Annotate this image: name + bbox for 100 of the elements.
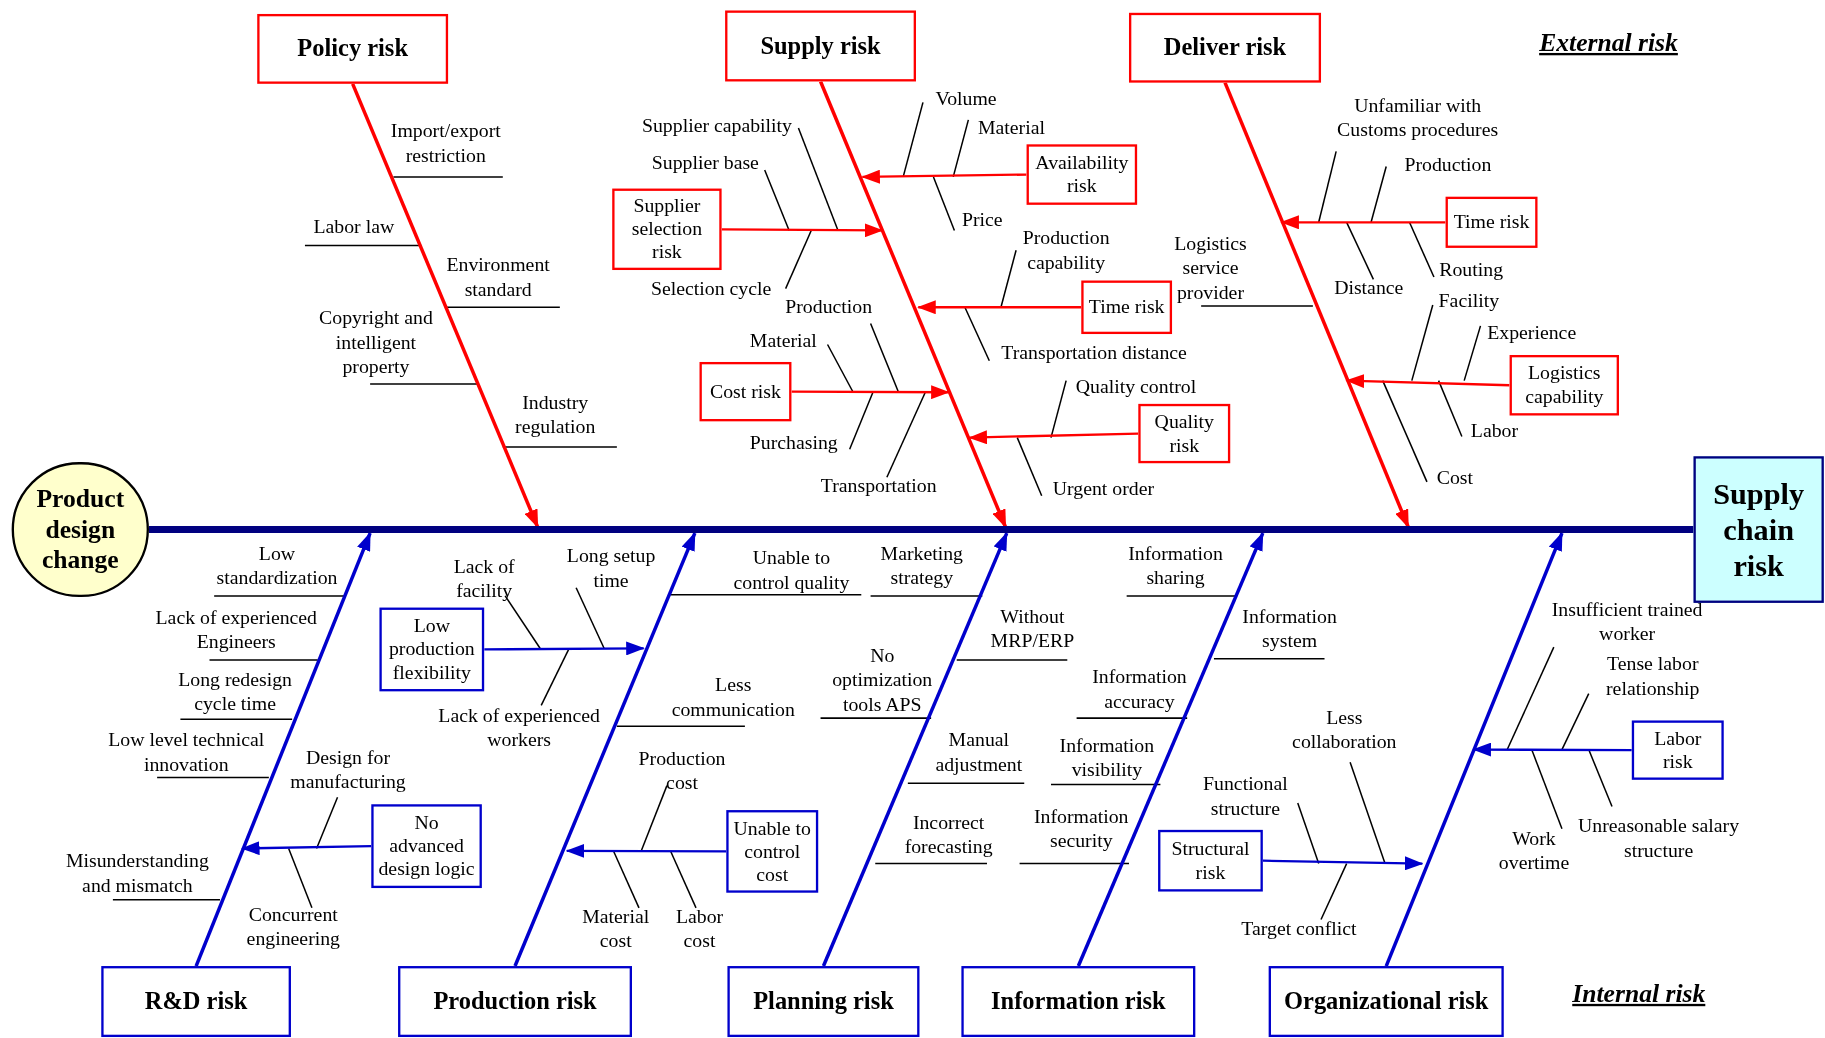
arrow	[791, 385, 950, 400]
arrow	[1384, 532, 1564, 967]
cause-label: Supplier base	[651, 150, 759, 176]
spine-line	[149, 526, 1694, 534]
cause-label: Information security	[1033, 804, 1130, 854]
risk-box: Labor risk	[1631, 720, 1724, 780]
arrow	[968, 430, 1139, 445]
arrow	[240, 841, 372, 856]
cause-label: Quality control	[1075, 374, 1197, 399]
arrow	[1076, 532, 1265, 967]
cause-label: Industry regulation	[514, 390, 597, 439]
cause-label: Work overtime	[1497, 826, 1571, 876]
risk-box: Cost risk	[699, 361, 792, 422]
cause-label: Environment standard	[445, 252, 551, 302]
cause-label: Information system	[1241, 604, 1338, 653]
risk-box: No advanced design logic	[371, 804, 482, 889]
category-box: Supply risk	[725, 10, 916, 82]
cause-label: Facility	[1438, 288, 1500, 313]
risk-box: Time risk	[1445, 196, 1538, 248]
effect-box: Supply chain risk	[1693, 456, 1824, 603]
cause-label: Material	[749, 328, 817, 354]
cause-label: Misunderstanding and mismatch	[64, 848, 210, 898]
arrow	[721, 223, 884, 238]
cause-label: Information visibility	[1058, 733, 1156, 783]
cause-label: Target conflict	[1241, 916, 1357, 941]
arrow	[818, 80, 1008, 529]
cause-label: Supplier capability	[641, 113, 792, 138]
category-box: Policy risk	[257, 13, 449, 84]
cause-label: Production	[1404, 152, 1492, 177]
cause-label: Design for manufacturing	[289, 745, 407, 794]
category-box: Production risk	[398, 966, 632, 1038]
cause-label: Marketing strategy	[879, 541, 964, 591]
arrow	[1262, 856, 1424, 871]
arrow	[1280, 215, 1446, 230]
arrow	[565, 843, 727, 858]
cause-label: Production capability	[1021, 225, 1111, 275]
cause-label: Lack of facility	[452, 554, 516, 603]
cause-label: Production cost	[637, 746, 727, 795]
cause-label: Logistics service provider	[1173, 231, 1248, 305]
risk-box: Unable to control cost	[726, 810, 819, 893]
cause-label: Long setup time	[565, 543, 657, 593]
cause-label: Unfamiliar with Customs procedures	[1336, 93, 1500, 142]
section-heading: External risk	[1539, 26, 1678, 59]
cause-label: Manual adjustment	[934, 727, 1024, 777]
cause-label: Distance	[1334, 275, 1404, 300]
category-box: Organizational risk	[1268, 966, 1504, 1038]
section-heading: Internal risk	[1572, 977, 1706, 1010]
risk-box: Supplier selection risk	[612, 188, 722, 271]
risk-box: Availability risk	[1026, 144, 1138, 205]
cause-label: No optimization tools APS	[831, 643, 934, 717]
risk-box: Logistics capability	[1509, 355, 1619, 416]
cause-label: Concurrent engineering	[245, 902, 341, 951]
cause-label: Import/export restriction	[389, 118, 502, 168]
cause-label: Incorrect forecasting	[903, 810, 994, 859]
cause-label: Purchasing	[749, 430, 838, 455]
cause-label: Lack of experienced Engineers	[154, 605, 318, 655]
cause-label: Low standardization	[215, 541, 339, 591]
cause-label: Labor cost	[674, 904, 725, 954]
cause-label: Low level technical innovation	[107, 727, 266, 777]
cause-label: Transportation	[820, 473, 937, 498]
risk-box: Time risk	[1081, 280, 1173, 335]
cause-label: Long redesign cycle time	[177, 667, 293, 716]
arrow	[1223, 81, 1410, 529]
cause-label: Experience	[1487, 320, 1577, 346]
cause-label: Information sharing	[1127, 541, 1224, 591]
cause-label: Without MRP/ERP	[989, 604, 1076, 653]
cause-label: Material cost	[581, 904, 651, 954]
cause-label: Labor	[1470, 418, 1519, 443]
cause-label: Material	[977, 115, 1045, 141]
cause-label: Information accuracy	[1091, 664, 1188, 714]
arrow	[1345, 374, 1510, 389]
category-box: Information risk	[961, 966, 1196, 1038]
cause-label: Production	[785, 294, 873, 319]
risk-box: Quality risk	[1138, 403, 1231, 464]
category-box: Deliver risk	[1129, 12, 1322, 83]
arrow	[821, 532, 1009, 967]
risk-box: Structural risk	[1158, 829, 1263, 892]
cause-label: Transportation distance	[1001, 340, 1187, 365]
arrow	[351, 83, 540, 529]
arrow	[861, 169, 1027, 184]
cause-label: Less collaboration	[1291, 705, 1398, 755]
cause-label: Selection cycle	[651, 276, 772, 301]
cause-label: Less communication	[670, 672, 796, 722]
cause-label: Urgent order	[1052, 476, 1155, 502]
cause-label: Price	[962, 207, 1003, 233]
cause-label: Lack of experienced workers	[437, 703, 601, 752]
cause-label: Routing	[1439, 257, 1504, 283]
arrow	[194, 532, 372, 967]
cause-label: Unreasonable salary structure	[1577, 813, 1741, 863]
cause-label: Functional structure	[1202, 771, 1289, 821]
cause-label: Unable to control quality	[732, 546, 851, 595]
risk-box: Low production flexibility	[379, 607, 485, 692]
category-box: Planning risk	[727, 966, 920, 1038]
arrow	[513, 532, 697, 967]
arrow	[484, 641, 645, 656]
category-box: R&D risk	[101, 966, 291, 1038]
cause-label: Cost	[1436, 465, 1474, 490]
cause-label: Volume	[935, 86, 997, 112]
cause-label: Tense labor relationship	[1605, 651, 1701, 701]
cause-label: Labor law	[313, 214, 395, 240]
